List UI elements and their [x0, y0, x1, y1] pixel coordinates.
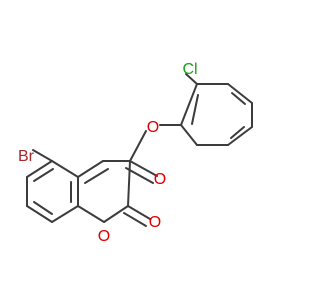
bond [26, 205, 53, 223]
bond [33, 168, 54, 182]
bond [231, 92, 246, 105]
bond [32, 149, 53, 162]
bond [77, 160, 104, 178]
chlorophenyl-ring [180, 83, 253, 146]
bond [129, 160, 158, 177]
bond [77, 205, 105, 223]
bond [123, 212, 147, 227]
structure-diagram: Cl Br O O O O [18, 61, 253, 245]
bond [51, 205, 79, 223]
bond [84, 168, 109, 184]
bond [227, 126, 253, 146]
bond [185, 73, 198, 85]
bond [180, 124, 198, 146]
bromine-label: Br [18, 148, 35, 165]
ester-oxygen-label: O [147, 119, 159, 136]
bond [127, 205, 151, 220]
bond [103, 205, 129, 223]
lactone-oxygen-label: O [149, 214, 161, 231]
coumarin-core [26, 160, 131, 223]
bond [129, 130, 147, 162]
bond [227, 83, 253, 104]
bond [26, 160, 53, 178]
bond [51, 160, 79, 178]
ring-oxygen-label: O [98, 228, 110, 245]
molecule-canvas: Cl Br O O O O [18, 61, 253, 245]
bond [180, 83, 198, 126]
carbonyl-oxygen-label: O [154, 171, 166, 188]
bond [230, 126, 245, 139]
bond [191, 94, 199, 125]
chlorine-label: Cl [182, 61, 197, 78]
bond [127, 160, 131, 207]
bond [33, 201, 53, 215]
